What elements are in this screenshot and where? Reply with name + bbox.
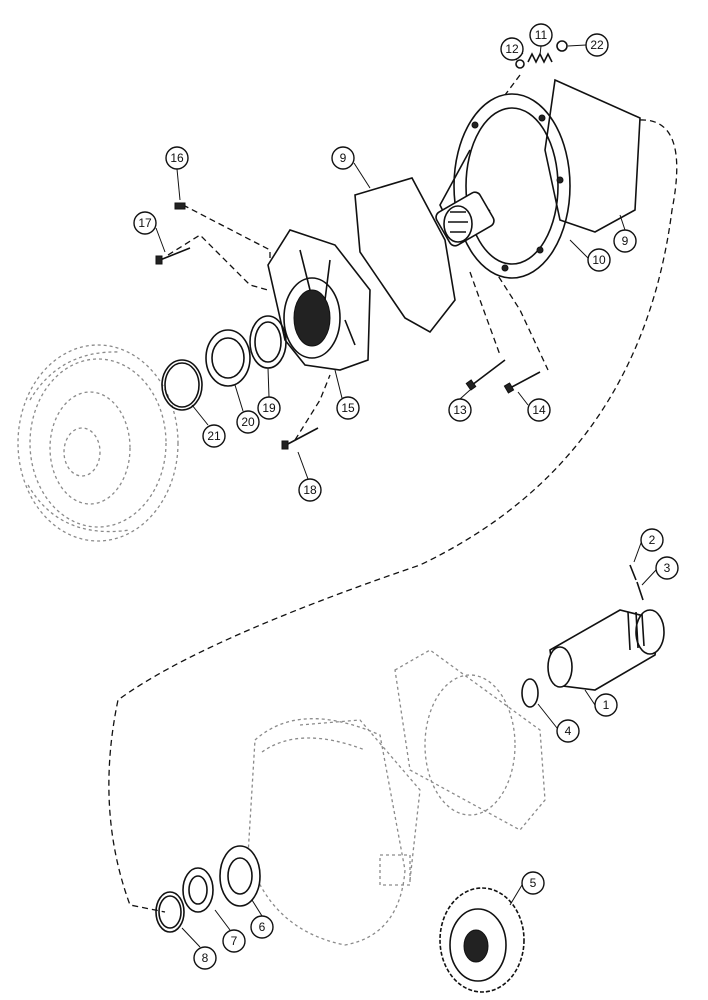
input-shaft — [547, 609, 665, 691]
gear-5 — [439, 887, 525, 993]
callout-15-label: 15 — [341, 401, 355, 415]
callout-6-label: 6 — [259, 920, 266, 934]
callout-7-label: 7 — [231, 934, 238, 948]
callout-19-label: 19 — [262, 401, 276, 415]
callout-16-label: 16 — [170, 151, 184, 165]
callout-17-label: 17 — [138, 216, 152, 230]
snap-ring-21 — [161, 359, 203, 411]
callout-22-label: 22 — [590, 38, 604, 52]
callout-10: 10 — [587, 248, 611, 272]
callout-6: 6 — [250, 915, 274, 939]
snap-ring-4 — [521, 678, 539, 708]
bearing-7 — [182, 867, 214, 913]
callout-7: 7 — [222, 929, 246, 953]
callout-9-right: 9 — [613, 229, 637, 253]
callout-20-label: 20 — [241, 415, 255, 429]
snap-ring-8 — [155, 891, 185, 933]
callout-9-right-label: 9 — [622, 234, 629, 248]
callout-8: 8 — [193, 946, 217, 970]
callout-14-label: 14 — [532, 403, 546, 417]
callout-12: 12 — [500, 37, 524, 61]
callout-11-label: 11 — [535, 28, 548, 42]
callout-1: 1 — [594, 693, 618, 717]
spring-11 — [527, 52, 553, 64]
callout-18-label: 18 — [303, 483, 317, 497]
gasket-left — [354, 177, 456, 334]
callout-20: 20 — [236, 410, 260, 434]
callout-15: 15 — [336, 396, 360, 420]
bolt-17 — [155, 247, 191, 265]
callout-5-label: 5 — [530, 876, 537, 890]
pin-3 — [636, 581, 644, 601]
callout-2: 2 — [640, 528, 664, 552]
callout-1-label: 1 — [603, 698, 610, 712]
bolt-18 — [281, 427, 319, 450]
transmission-housing-ghost — [247, 649, 546, 946]
callout-21-label: 21 — [207, 429, 221, 443]
callout-leaders — [155, 44, 657, 948]
bolt-14 — [503, 371, 541, 394]
pump-housing — [435, 93, 571, 279]
pin-2 — [629, 564, 637, 581]
torque-converter-ghost — [17, 344, 179, 542]
callout-21: 21 — [202, 424, 226, 448]
callout-9-left-label: 9 — [340, 151, 347, 165]
callout-2-label: 2 — [649, 533, 656, 547]
callout-19: 19 — [257, 396, 281, 420]
callout-5: 5 — [521, 871, 545, 895]
callout-4: 4 — [556, 719, 580, 743]
callout-17: 17 — [133, 211, 157, 235]
callout-13-label: 13 — [453, 403, 467, 417]
callout-12-label: 12 — [505, 42, 519, 56]
callout-11: 11 — [529, 23, 553, 47]
callout-9-left: 9 — [331, 146, 355, 170]
callout-22: 22 — [585, 33, 609, 57]
washer-22 — [556, 40, 568, 52]
callout-14: 14 — [527, 398, 551, 422]
callout-4-label: 4 — [565, 724, 572, 738]
callout-18: 18 — [298, 478, 322, 502]
callout-8-label: 8 — [202, 951, 209, 965]
pump-cover-plate — [267, 229, 371, 371]
callout-10-label: 10 — [592, 253, 606, 267]
callout-16: 16 — [165, 146, 189, 170]
bearing-6 — [219, 845, 261, 907]
ball-12 — [515, 59, 525, 69]
callout-3-label: 3 — [664, 561, 671, 575]
callout-3: 3 — [655, 556, 679, 580]
callout-13: 13 — [448, 398, 472, 422]
seal-ring-19 — [249, 315, 287, 369]
bolt-13 — [465, 359, 506, 391]
gasket-right — [544, 78, 641, 233]
bearing-20 — [205, 329, 251, 387]
leader-lines — [108, 74, 678, 913]
bolt-16 — [174, 202, 186, 210]
